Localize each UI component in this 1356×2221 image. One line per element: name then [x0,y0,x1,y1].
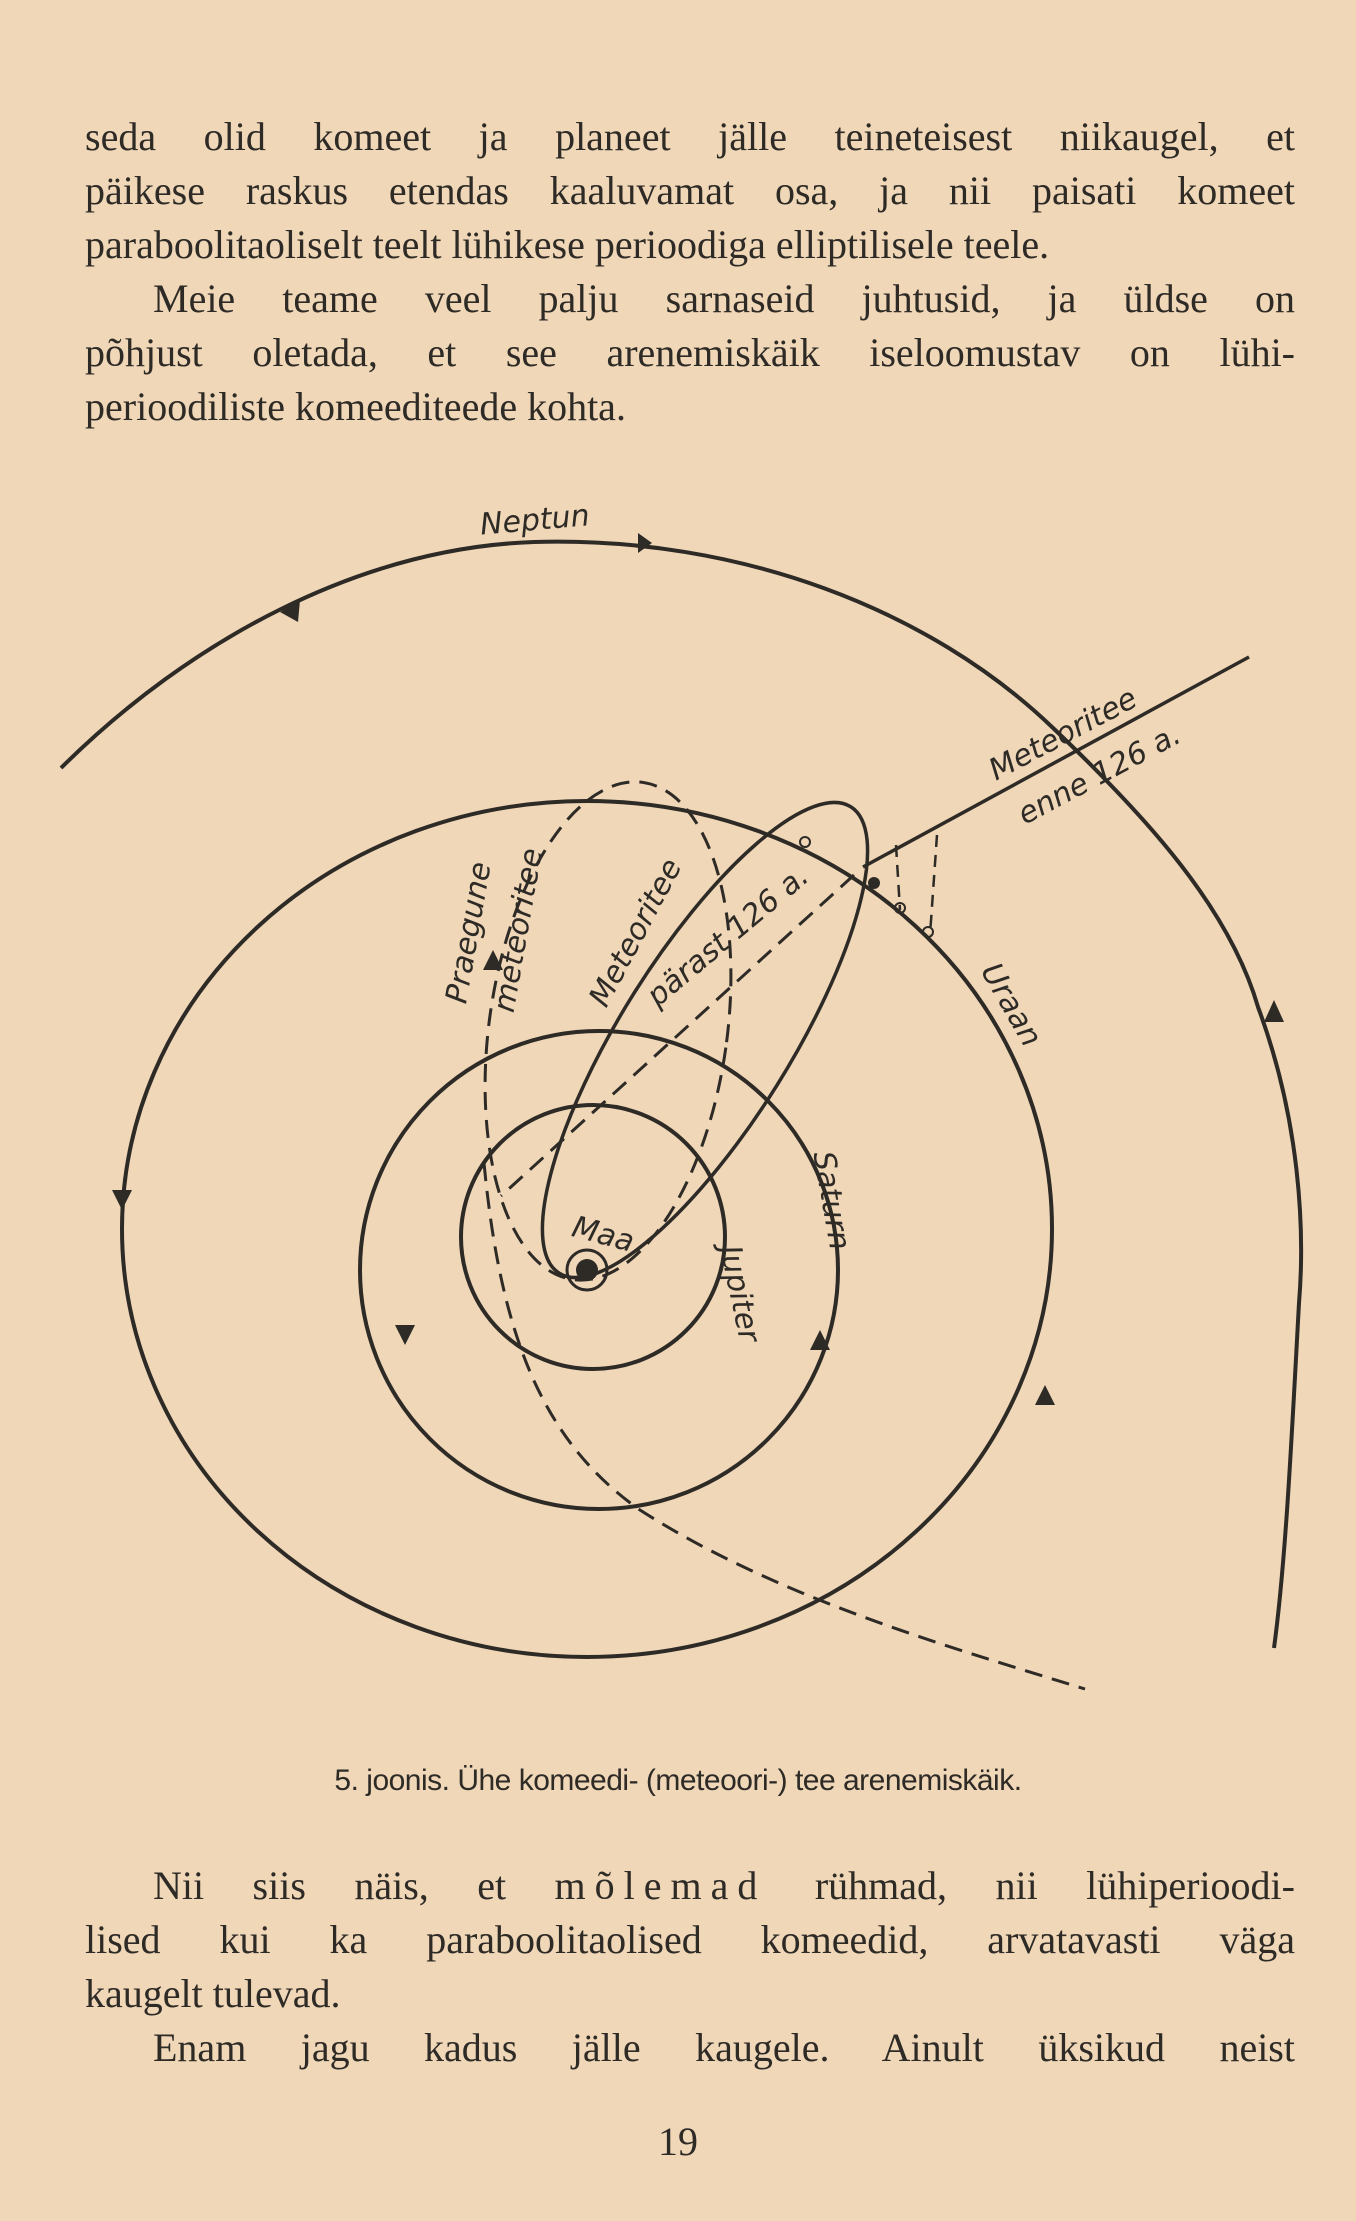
jupiter-orbit [459,1103,727,1371]
arrow-icon [810,1330,830,1350]
text-line: seda olid komeet ja planeet jälle teinet… [85,114,1295,159]
text-line: perioodiliste komeediteede kohta. [85,384,626,429]
arrow-icon [638,533,652,553]
text-run: Nii siis näis, et [153,1863,555,1908]
emphasized-word: mõlemad [554,1863,767,1908]
arrow-icon [280,600,300,622]
comet-path-before [862,655,1250,869]
label-jupiter: Jupiter [711,1237,767,1346]
text-line: Nii siis näis, et mõlemad rühmad, nii lü… [85,1859,1295,1913]
text-line: lised kui ka paraboolitaolised komeedid,… [85,1917,1295,1962]
paragraph-third: Nii siis näis, et mõlemad rühmad, nii lü… [85,1859,1295,2021]
comet-orbit-current [483,780,733,1282]
text-line: põhjust oletada, et see arenemiskäik ise… [85,330,1295,375]
arrow-icon [395,1325,415,1345]
planet-marker [922,926,934,938]
planet-marker [799,836,811,848]
page-number: 19 [658,2119,698,2164]
text-run: rühmad, nii lühiperioodi- [766,1863,1295,1908]
paragraph-top: seda olid komeet ja planeet jälle teinet… [85,110,1295,272]
dashed-tick [928,834,939,936]
arrow-icon [483,950,503,970]
paragraph-fourth: Enam jagu kadus jälle kaugele. Ainult ük… [85,2021,1295,2075]
label-current-1: Praegune [439,859,498,1006]
neptune-orbit [59,539,1304,1649]
text-line: päikese raskus etendas kaaluvamat osa, j… [85,168,1295,213]
text-line: kaugelt tulevad. [85,1971,341,2016]
label-saturn: Saturn [805,1149,857,1253]
saturn-orbit [358,1029,840,1511]
comet-orbit-after [540,800,870,1280]
orbit-diagram: Neptun Meteoritee enne 126 a. Uraan Satu… [59,498,1304,1691]
text-line: Meie teame veel palju sarnaseid juhtusid… [153,276,1295,321]
figure-caption: 5. joonis. Ühe komeedi- (meteoori-) tee … [334,1764,1022,1797]
arrow-icon [1264,1000,1284,1022]
uranus-orbit [120,799,1054,1659]
paragraph-second: Meie teame veel palju sarnaseid juhtusid… [85,272,1295,434]
dashed-line [499,873,856,1198]
arrow-icon [112,1190,132,1210]
planet-marker [894,902,906,914]
text-line: paraboolitaoliselt teelt lühikese perioo… [85,222,1050,267]
dashed-tick [894,844,902,911]
arrow-icon [1035,1385,1055,1405]
label-neptune: Neptun [479,498,591,542]
text-line: Enam jagu kadus jälle kaugele. Ainult ük… [153,2025,1295,2070]
dashed-curve [482,1162,1086,1691]
planet-marker [868,877,880,889]
